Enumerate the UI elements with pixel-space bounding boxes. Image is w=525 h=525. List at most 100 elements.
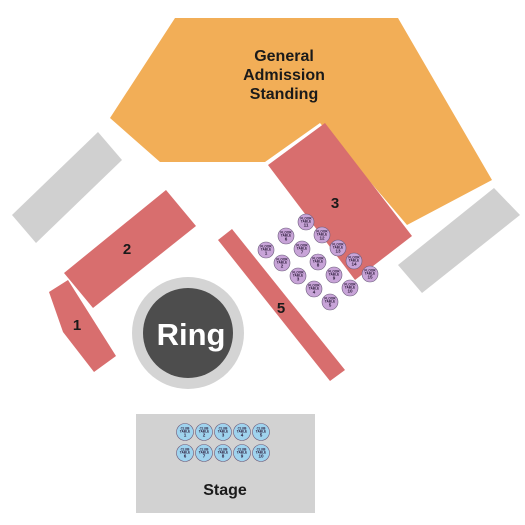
floor-table-8-circle[interactable] <box>309 253 327 271</box>
floor-table-4-number: 4 <box>313 290 316 295</box>
club-table-5-number: 5 <box>260 433 263 438</box>
section-2-shape[interactable] <box>64 190 196 308</box>
floor-table-10-circle[interactable] <box>341 279 359 297</box>
floor-table-3-line1: FLOOR <box>292 270 304 274</box>
floor-table-8-line1: FLOOR <box>312 256 324 260</box>
floor-table-5-circle[interactable] <box>321 293 339 311</box>
floor-table-15-line1: FLOOR <box>364 268 376 272</box>
floor-table-13-line1: FLOOR <box>332 242 344 246</box>
floor-table-15-circle[interactable] <box>361 265 379 283</box>
club-table-1-line2: TABLE <box>180 430 190 434</box>
club-table-6-circle[interactable] <box>176 444 194 462</box>
club-table-3-line2: TABLE <box>218 430 228 434</box>
floor-table-10-number: 10 <box>347 289 353 294</box>
club-table-1-line1: CLUB <box>181 426 191 430</box>
floor-table-13-circle[interactable] <box>329 239 347 257</box>
general-admission-area[interactable] <box>110 18 492 225</box>
section-2[interactable]: 2 <box>64 190 196 308</box>
club-table-5-circle[interactable] <box>252 423 270 441</box>
floor-table-4-line2: TABLE <box>309 287 319 291</box>
floor-table-11-circle[interactable] <box>297 213 315 231</box>
floor-table-4-circle[interactable] <box>305 280 323 298</box>
club-table-4-circle[interactable] <box>233 423 251 441</box>
floor-table-14-circle[interactable] <box>345 252 363 270</box>
section-3[interactable]: 3 <box>268 123 412 280</box>
section-2-label: 2 <box>123 241 131 258</box>
floor-table-12-line1: FLOOR <box>316 229 328 233</box>
club-table-8-number: 8 <box>222 454 225 459</box>
section-1[interactable]: 1 <box>49 280 116 372</box>
section-1-shape[interactable] <box>49 280 116 372</box>
floor-table-11-line1: FLOOR <box>300 216 312 220</box>
club-table-7-line1: CLUB <box>200 447 210 451</box>
floor-table-1-circle[interactable] <box>257 241 275 259</box>
floor-table-3-circle[interactable] <box>289 267 307 285</box>
club-table-9-number: 9 <box>241 454 244 459</box>
club-table-9-circle[interactable] <box>233 444 251 462</box>
floor-table-14-line1: FLOOR <box>348 255 360 259</box>
club-table-10-line2: TABLE <box>256 451 266 455</box>
floor-table-3-number: 3 <box>297 277 300 282</box>
floor-table-4-line1: FLOOR <box>308 283 320 287</box>
club-table-10-number: 10 <box>258 454 264 459</box>
section-3-label: 3 <box>331 195 339 212</box>
floor-table-2-circle[interactable] <box>273 254 291 272</box>
section-5-label: 5 <box>277 300 285 317</box>
floor-table-2-line2: TABLE <box>277 261 287 265</box>
club-table-8-circle[interactable] <box>214 444 232 462</box>
club-tables-group: CLUBTABLE1CLUBTABLE2CLUBTABLE3CLUBTABLE4… <box>176 423 270 462</box>
club-table-4-line2: TABLE <box>237 430 247 434</box>
floor-table-1-line1: FLOOR <box>260 244 272 248</box>
section-1-label: 1 <box>73 317 81 334</box>
section-3-shape[interactable] <box>268 123 412 280</box>
club-table-7-circle[interactable] <box>195 444 213 462</box>
floor-table-12-circle[interactable] <box>313 226 331 244</box>
floor-table-5-number: 5 <box>329 303 332 308</box>
floor-table-9-line2: TABLE <box>329 273 339 277</box>
club-table-10-circle[interactable] <box>252 444 270 462</box>
club-table-1-circle[interactable] <box>176 423 194 441</box>
club-table-2-circle[interactable] <box>195 423 213 441</box>
club-table-3-number: 3 <box>222 433 225 438</box>
general-admission-section[interactable]: General Admission Standing <box>110 18 492 225</box>
club-table-3-circle[interactable] <box>214 423 232 441</box>
floor-tables-group: FLOORTABLE1FLOORTABLE2FLOORTABLE3FLOORTA… <box>257 213 379 311</box>
section-5-shape[interactable] <box>218 229 345 381</box>
floor-table-9-circle[interactable] <box>325 266 343 284</box>
ga-label-line1: General <box>254 48 314 65</box>
section-5[interactable]: 5 <box>218 229 345 381</box>
club-table-2-line2: TABLE <box>199 430 209 434</box>
floor-table-7-line2: TABLE <box>297 247 307 251</box>
ring-inner <box>143 288 233 378</box>
floor-table-7-circle[interactable] <box>293 240 311 258</box>
floor-table-6-circle[interactable] <box>277 227 295 245</box>
club-table-8-line2: TABLE <box>218 451 228 455</box>
floor-table-12-line2: TABLE <box>317 233 327 237</box>
